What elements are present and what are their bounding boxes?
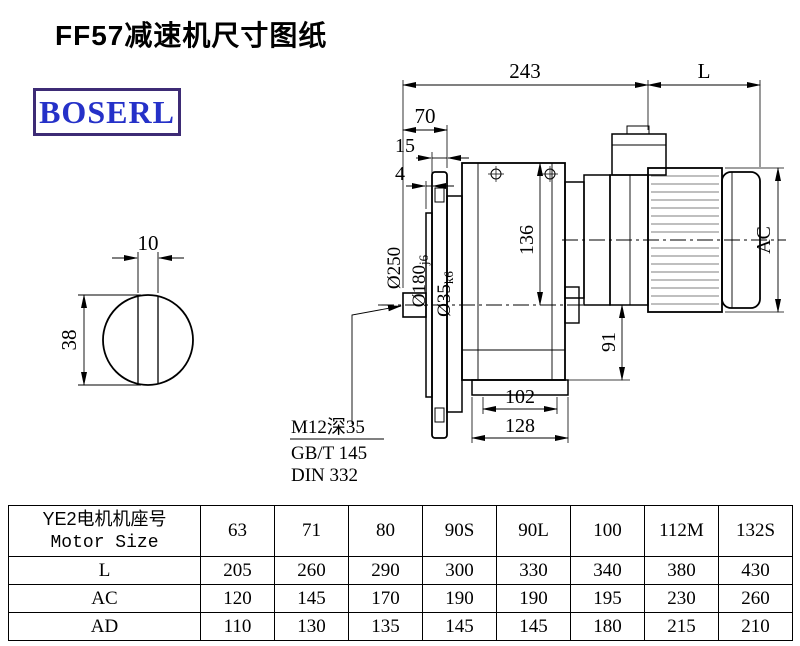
dim-cell: 135: [348, 612, 423, 641]
dim-cell: 145: [496, 612, 571, 641]
dim-L-label: L: [698, 59, 711, 83]
motor-size-cell: 132S: [718, 505, 793, 557]
row-label: AC: [8, 584, 201, 613]
logo-text: BOSERL: [39, 93, 175, 130]
dim-cell: 145: [422, 612, 497, 641]
dim-70-label: 70: [415, 104, 436, 128]
motor-size-header-cell: YE2电机机座号 Motor Size: [8, 505, 201, 557]
dim-cell: 210: [718, 612, 793, 641]
thread-note-label: M12深35: [291, 416, 365, 438]
motor-size-cell: 63: [200, 505, 275, 557]
motor-size-cell: 90L: [496, 505, 571, 557]
row-label: AD: [8, 612, 201, 641]
dia-250-label: Ø250: [384, 247, 405, 289]
boserl-logo: BOSERL: [33, 88, 181, 136]
dim-cell: 290: [348, 556, 423, 585]
dim-cell: 170: [348, 584, 423, 613]
dim-cell: 180: [570, 612, 645, 641]
dim-keyway-width: [112, 252, 184, 293]
page-title: FF57减速机尺寸图纸: [55, 20, 328, 51]
centerlines: [378, 239, 786, 306]
std-din-label: DIN 332: [291, 465, 358, 486]
dim-cell: 215: [644, 612, 719, 641]
std-gb-label: GB/T 145: [291, 443, 367, 464]
dimension-lines: [351, 82, 781, 441]
dim-cell: 190: [496, 584, 571, 613]
dim-38-label: 38: [57, 330, 81, 351]
dim-cell: 145: [274, 584, 349, 613]
dim-cell: 230: [644, 584, 719, 613]
dim-128-label: 128: [505, 415, 535, 437]
shaft-end-view: [102, 294, 194, 386]
dim-cell: 190: [422, 584, 497, 613]
motor-size-cell: 80: [348, 505, 423, 557]
dim-15-label: 15: [395, 135, 415, 157]
table-row-AD: AD 110 130 135 145 145 180 215 210: [8, 612, 793, 641]
dim-cell: 340: [570, 556, 645, 585]
dim-cell: 300: [422, 556, 497, 585]
dim-cell: 260: [274, 556, 349, 585]
dim-243-label: 243: [509, 59, 541, 83]
motor-size-cell: 100: [570, 505, 645, 557]
dim-10-label: 10: [138, 231, 159, 255]
dim-AC-label: AC: [753, 226, 775, 254]
motor-size-cell: 71: [274, 505, 349, 557]
extension-lines: [402, 80, 784, 443]
dim-shaft-height: [78, 294, 141, 386]
row-label: L: [8, 556, 201, 585]
motor-outline: [564, 125, 761, 313]
table-header-row: YE2电机机座号 Motor Size 63 71 80 90S 90L 100…: [8, 505, 793, 557]
motor-size-cell: 90S: [422, 505, 497, 557]
dim-cell: 380: [644, 556, 719, 585]
dim-cell: 130: [274, 612, 349, 641]
dim-136-label: 136: [516, 225, 538, 255]
dim-cell: 120: [200, 584, 275, 613]
table-row-AC: AC 120 145 170 190 190 195 230 260: [8, 584, 793, 613]
dim-cell: 205: [200, 556, 275, 585]
dia-35-label: Ø35k6: [434, 271, 456, 317]
dimension-drawing: 10 38: [57, 59, 786, 486]
motor-fins: [651, 175, 719, 305]
dim-cell: 110: [200, 612, 275, 641]
table-row-L: L 205 260 290 300 330 340 380 430: [8, 556, 793, 585]
dim-cell: 260: [718, 584, 793, 613]
header-en: Motor Size: [50, 533, 159, 553]
dim-91-label: 91: [598, 332, 620, 352]
motor-size-cell: 112M: [644, 505, 719, 557]
dia-180-label: Ø180j6: [409, 254, 431, 307]
dim-102-label: 102: [505, 386, 535, 408]
dim-cell: 430: [718, 556, 793, 585]
dim-cell: 195: [570, 584, 645, 613]
dim-cell: 330: [496, 556, 571, 585]
header-cn: YE2电机机座号: [42, 509, 167, 529]
motor-dimension-table: YE2电机机座号 Motor Size 63 71 80 90S 90L 100…: [8, 505, 793, 641]
dim-4-label: 4: [395, 163, 405, 185]
